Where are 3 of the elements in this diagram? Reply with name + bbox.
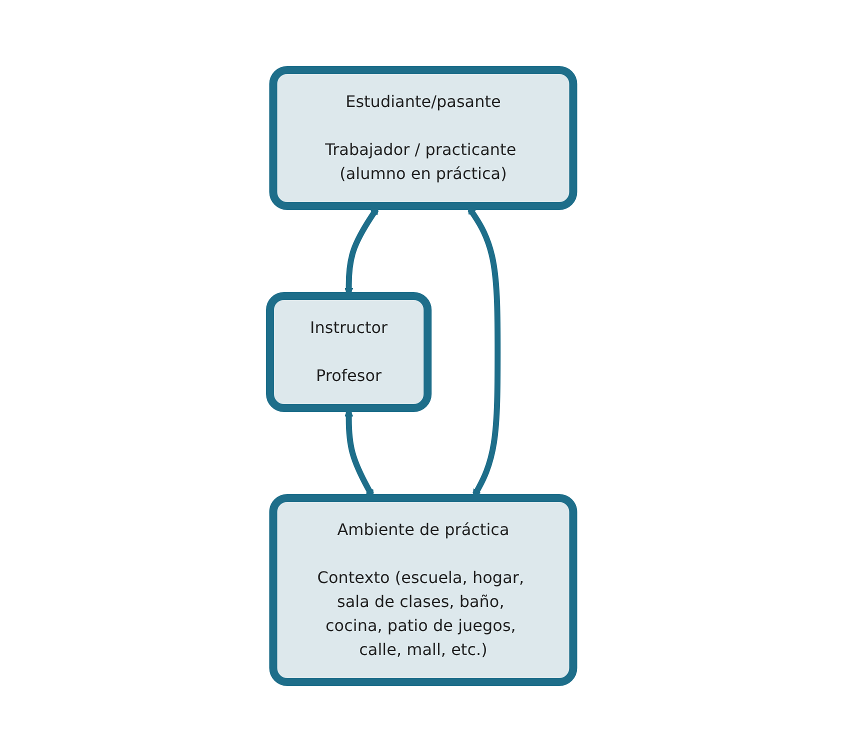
node-box: Instructor Profesor <box>266 292 432 412</box>
node-box: Ambiente de práctica Contexto (escuela, hogar, sala de clases, baño, cocina, patio de juegos, calle, mall, etc.) <box>269 494 578 686</box>
node-box: Estudiante/pasante Trabajador / practicante (alumno en práctica) <box>269 66 578 210</box>
